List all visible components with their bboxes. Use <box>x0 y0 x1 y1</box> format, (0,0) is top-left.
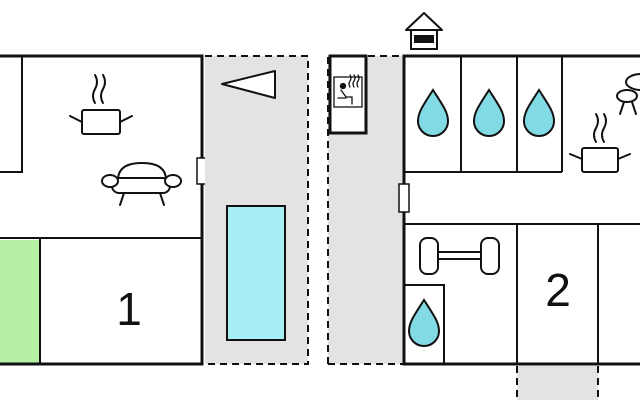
lawn-area <box>0 240 40 364</box>
water-drop-icon <box>407 298 441 347</box>
bedroom-2-number: 2 <box>545 264 571 316</box>
middle-terrace <box>327 54 404 365</box>
water-drop-icon <box>522 88 556 137</box>
sauna-icon <box>333 74 363 108</box>
right-building-door <box>398 183 410 213</box>
bedroom-1-number: 1 <box>116 283 142 335</box>
water-drop-icon <box>416 88 450 137</box>
balcony-dashed-edge <box>516 366 599 400</box>
dumbbell-icon <box>419 237 500 275</box>
sofa-icon <box>101 161 182 206</box>
water-drop-icon <box>472 88 506 137</box>
balcony-area <box>517 366 598 400</box>
garden-table-icon <box>616 73 640 115</box>
kitchen-pot-icon <box>569 113 631 173</box>
middle-terrace-dashed-edge <box>327 55 404 364</box>
left-building: 1 <box>0 54 208 366</box>
kitchen-pot-icon <box>69 74 133 135</box>
left-building-outer-wall <box>0 54 204 366</box>
terrace-dashed-edge <box>205 55 309 365</box>
pool-icon <box>226 205 286 341</box>
balcony <box>516 366 599 400</box>
terrace-with-pool <box>205 55 309 365</box>
direction-arrow-icon <box>221 70 276 99</box>
house-entrance-icon <box>405 12 443 50</box>
left-small-room-wall <box>0 56 23 173</box>
